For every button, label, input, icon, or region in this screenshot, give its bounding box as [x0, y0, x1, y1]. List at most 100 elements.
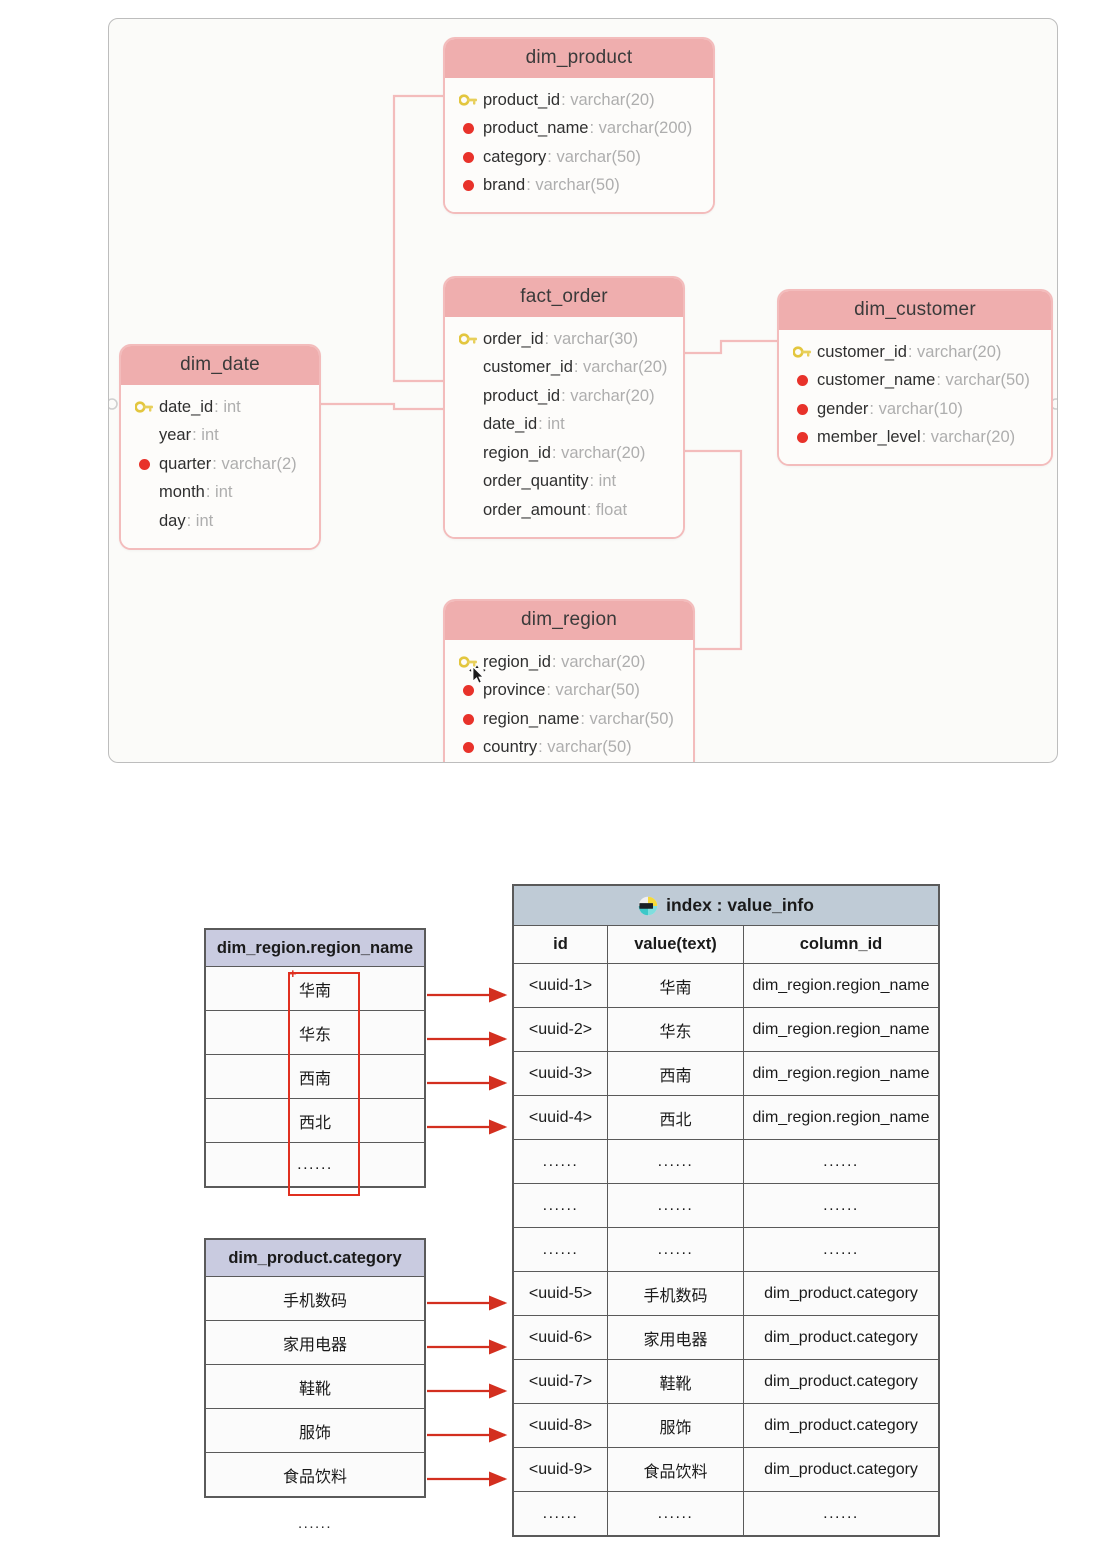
er-column-row[interactable]: order_id: varchar(30) [455, 325, 673, 354]
index-cell-value: 服饰 [607, 1403, 744, 1448]
er-table-dim-region[interactable]: dim_region region_id: varchar(20) provin… [443, 599, 695, 763]
index-cell-id: <uuid-1> [513, 963, 608, 1008]
er-column-row[interactable]: region_id: varchar(20) [455, 648, 683, 677]
source-table-dim-region-region-name[interactable]: dim_region.region_name 华南 华东 西南 西北 .....… [204, 928, 426, 1188]
er-column-name: customer_name [817, 371, 936, 390]
table-row[interactable]: <uuid-3> 西南 dim_region.region_name [513, 1051, 939, 1096]
source-value-cell[interactable]: 西南 [205, 1054, 425, 1099]
index-table-value-info[interactable]: index : value_info id value(text) column… [512, 884, 940, 1537]
index-cell-column-id: dim_region.region_name [743, 1007, 939, 1052]
er-column-row[interactable]: customer_id: varchar(20) [455, 354, 673, 383]
dot-icon [789, 428, 815, 448]
er-column-name: date_id [483, 415, 538, 434]
source-value-cell[interactable]: 服饰 [205, 1408, 425, 1453]
index-cell-id: <uuid-4> [513, 1095, 608, 1140]
er-column-type: int [201, 426, 219, 445]
er-column-row[interactable]: region_name: varchar(50) [455, 705, 683, 734]
table-row[interactable]: <uuid-7> 鞋靴 dim_product.category [513, 1359, 939, 1404]
source-value-cell[interactable]: 手机数码 [205, 1276, 425, 1321]
er-column-row[interactable]: member_level: varchar(20) [789, 424, 1041, 453]
er-column-type: varchar(20) [561, 443, 646, 462]
er-column-row[interactable]: month: int [131, 479, 309, 508]
source-value-cell[interactable]: 鞋靴 [205, 1364, 425, 1409]
er-column-name: member_level [817, 428, 921, 447]
er-column-row[interactable]: order_amount: float [455, 496, 673, 525]
er-column-row[interactable]: date_id: int [455, 411, 673, 440]
table-row[interactable]: <uuid-8> 服饰 dim_product.category [513, 1403, 939, 1448]
er-column-row[interactable]: product_id: varchar(20) [455, 86, 703, 115]
blank-icon [455, 472, 481, 492]
er-column-name: order_id [483, 329, 544, 348]
er-column-row[interactable]: customer_name: varchar(50) [789, 367, 1041, 396]
table-row[interactable]: <uuid-2> 华东 dim_region.region_name [513, 1007, 939, 1052]
elasticsearch-icon [638, 896, 658, 916]
er-column-row[interactable]: product_name: varchar(200) [455, 115, 703, 144]
index-cell-id: <uuid-3> [513, 1051, 608, 1096]
er-table-dim-product[interactable]: dim_product product_id: varchar(20) prod… [443, 37, 715, 214]
index-cell-value: 华南 [607, 963, 744, 1008]
er-column-row[interactable]: gender: varchar(10) [789, 395, 1041, 424]
er-column-row[interactable]: product_id: varchar(20) [455, 382, 673, 411]
er-table-columns: order_id: varchar(30) customer_id: varch… [445, 317, 683, 537]
er-column-row[interactable]: quarter: varchar(2) [131, 450, 309, 479]
er-column-row[interactable]: date_id: int [131, 393, 309, 422]
er-table-fact-order[interactable]: fact_order order_id: varchar(30) custome… [443, 276, 685, 539]
source-value-cell[interactable]: 食品饮料 [205, 1452, 425, 1497]
blank-icon [455, 358, 481, 378]
index-table-title: index : value_info [666, 895, 814, 915]
er-column-name: customer_id [817, 342, 907, 361]
er-table-dim-customer[interactable]: dim_customer customer_id: varchar(20) cu… [777, 289, 1053, 466]
er-column-type: varchar(50) [945, 371, 1030, 390]
dot-icon [455, 176, 481, 196]
source-value-cell[interactable]: 华南 [205, 966, 425, 1011]
er-column-row[interactable]: province: varchar(50) [455, 677, 683, 706]
er-column-name: region_name [483, 709, 580, 728]
source-value-cell[interactable]: 华东 [205, 1010, 425, 1055]
source-value-cell: ...... [205, 1142, 425, 1187]
index-cell-value: 华东 [607, 1007, 744, 1052]
er-table-dim-date[interactable]: dim_date date_id: int year: int quarter:… [119, 344, 321, 550]
table-row[interactable]: <uuid-6> 家用电器 dim_product.category [513, 1315, 939, 1360]
er-column-type: int [598, 472, 617, 491]
er-column-row[interactable]: region_id: varchar(20) [455, 439, 673, 468]
er-column-row[interactable]: order_quantity: int [455, 468, 673, 497]
er-column-row[interactable]: brand: varchar(50) [455, 172, 703, 201]
table-row[interactable]: <uuid-4> 西北 dim_region.region_name [513, 1095, 939, 1140]
er-column-row[interactable]: customer_id: varchar(20) [789, 338, 1041, 367]
er-column-name: category [483, 147, 547, 166]
er-column-row[interactable]: category: varchar(50) [455, 143, 703, 172]
er-column-name: product_name [483, 119, 589, 138]
index-arrows [427, 987, 508, 1487]
table-row[interactable]: <uuid-5> 手机数码 dim_product.category [513, 1271, 939, 1316]
table-row[interactable]: <uuid-1> 华南 dim_region.region_name [513, 963, 939, 1008]
er-column-type: int [547, 415, 565, 434]
index-cell-value: 手机数码 [607, 1271, 744, 1316]
index-cell-id: <uuid-5> [513, 1271, 608, 1316]
blank-icon [131, 511, 157, 531]
er-column-row[interactable]: country: varchar(50) [455, 734, 683, 763]
index-cell-value: ...... [607, 1227, 744, 1272]
er-column-row[interactable]: day: int [131, 507, 309, 536]
er-table-title: fact_order [445, 278, 683, 317]
index-cell-value: 食品饮料 [607, 1447, 744, 1492]
index-cell-id: <uuid-6> [513, 1315, 608, 1360]
source-table-dim-product-category[interactable]: dim_product.category 手机数码 家用电器 鞋靴 服饰 食品饮… [204, 1238, 426, 1498]
er-column-name: product_id [483, 90, 561, 109]
er-column-type: varchar(20) [917, 342, 1002, 361]
er-column-type: int [223, 397, 241, 416]
index-cell-value: ...... [607, 1183, 744, 1228]
source-table-title: dim_region.region_name [205, 929, 425, 967]
index-col-header-id: id [513, 925, 608, 964]
er-column-type: varchar(20) [561, 652, 646, 671]
er-column-type: int [195, 511, 214, 530]
source-value-cell[interactable]: 西北 [205, 1098, 425, 1143]
er-diagram-canvas[interactable]: dim_product product_id: varchar(20) prod… [108, 18, 1058, 763]
index-cell-column-id: dim_region.region_name [743, 963, 939, 1008]
er-column-name: country [483, 738, 538, 757]
source-value-cell[interactable]: 家用电器 [205, 1320, 425, 1365]
table-row[interactable]: <uuid-9> 食品饮料 dim_product.category [513, 1447, 939, 1492]
er-column-row[interactable]: year: int [131, 422, 309, 451]
er-column-type: varchar(50) [589, 709, 674, 728]
index-cell-id: ...... [513, 1139, 608, 1184]
index-table-header: index : value_info [513, 885, 939, 926]
